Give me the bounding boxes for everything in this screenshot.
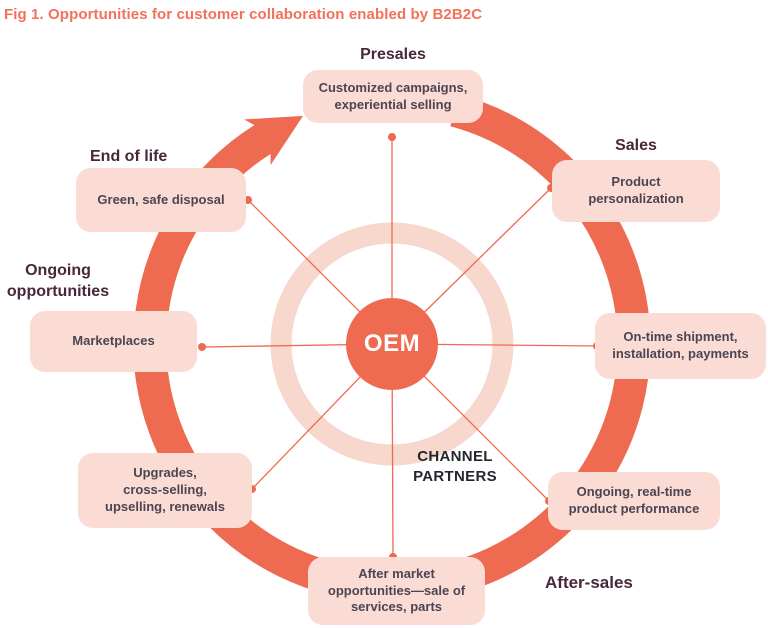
heading-after-sales: After-sales (545, 573, 633, 592)
node-product-performance: Ongoing, real-time product performance (548, 472, 720, 530)
heading-sales: Sales (615, 137, 657, 154)
node-upgrades-cross-selling: Upgrades, cross-selling, upselling, rene… (78, 453, 252, 528)
oem-hub: OEM (346, 298, 438, 390)
ring-label-channel-partners: CHANNEL PARTNERS (413, 448, 497, 486)
connector-dot-nw (244, 196, 252, 204)
heading-ongoing-opportunities: Ongoing opportunities (6, 262, 110, 300)
heading-presales: Presales (360, 46, 426, 63)
figure-title: Fig 1. Opportunities for customer collab… (4, 6, 483, 23)
connector-dot-n (388, 133, 396, 141)
node-after-market-opportunities: After market opportunities—sale of servi… (308, 557, 485, 625)
oem-label: OEM (363, 330, 421, 357)
node-marketplaces: Marketplaces (30, 311, 197, 372)
node-green-safe-disposal: Green, safe disposal (76, 168, 246, 232)
node-product-personalization: Product personalization (552, 160, 720, 222)
node-presales-customized-campaigns: Customized campaigns, experiential selli… (303, 70, 483, 123)
heading-end-of-life: End of life (90, 148, 168, 165)
connector-dot-w (198, 343, 206, 351)
node-on-time-shipment: On-time shipment, installation, payments (595, 313, 766, 379)
